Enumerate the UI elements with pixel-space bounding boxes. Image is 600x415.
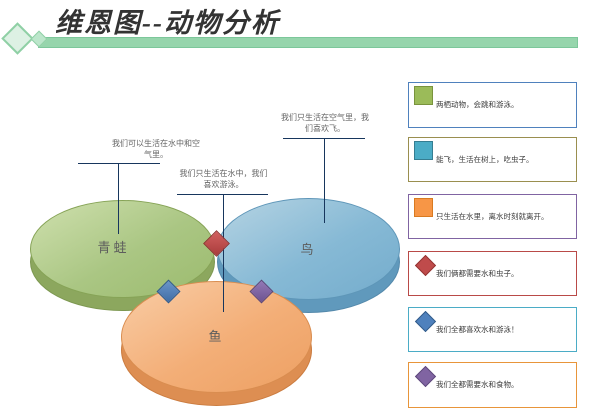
callout-fish-text: 我们只生活在水中，我们喜欢游泳。 [179, 169, 268, 189]
legend-item-frog-bird-common: 我们俩都需要水和虫子。 [408, 251, 577, 296]
legend-item-text: 两栖动物，会跳和游泳。 [436, 100, 519, 109]
legend-item-fish-trait: 只生活在水里，离水时刻就离开。 [408, 194, 577, 239]
deco-diamond-large-icon [1, 22, 34, 55]
callout-frog-pointer-line [118, 163, 119, 234]
teal-square-icon [414, 141, 433, 160]
red-diamond-icon [414, 254, 437, 277]
legend-item-frog-fish-common: 我们全都喜欢水和游泳！ [408, 307, 577, 352]
callout-fish-pointer-line [223, 194, 224, 312]
legend-item-text: 我们全都需要水和食物。 [436, 380, 519, 389]
orange-square-icon [414, 198, 433, 217]
page-title: 维恩图--动物分析 [55, 8, 280, 38]
fish-ellipse-surface [121, 281, 312, 393]
legend-item-bird-trait: 能飞，生活在树上，吃虫子。 [408, 137, 577, 182]
callout-frog-text: 我们可以生活在水中和空气里。 [112, 139, 200, 159]
legend-item-text: 我们俩都需要水和虫子。 [436, 268, 519, 278]
fish-ellipse: 鱼 [121, 281, 312, 406]
fish-ellipse-label: 鱼 [208, 329, 225, 344]
legend-item-text: 我们全都喜欢水和游泳！ [436, 324, 519, 334]
green-square-icon [414, 86, 433, 105]
frog-ellipse-label: 青蛙 [97, 240, 130, 255]
legend-item-text: 只生活在水里，离水时刻就离开。 [436, 211, 549, 221]
callout-bird-pointer-line [324, 138, 325, 223]
legend-item-bird-fish-common: 我们全都需要水和食物。 [408, 362, 577, 408]
purple-diamond-icon [414, 365, 437, 388]
callout-frog-underline [78, 163, 160, 164]
bird-ellipse-surface [217, 198, 400, 300]
legend-item-text: 能飞，生活在树上，吃虫子。 [436, 154, 534, 164]
legend-item-frog-trait: 两栖动物，会跳和游泳。 [408, 82, 577, 128]
bird-ellipse-label: 鸟 [300, 242, 317, 257]
frog-ellipse-surface [30, 200, 215, 298]
blue-diamond-icon [414, 310, 437, 333]
callout-fish-underline [177, 194, 268, 195]
callout-bird-text: 我们只生活在空气里，我们喜欢飞。 [281, 113, 369, 133]
